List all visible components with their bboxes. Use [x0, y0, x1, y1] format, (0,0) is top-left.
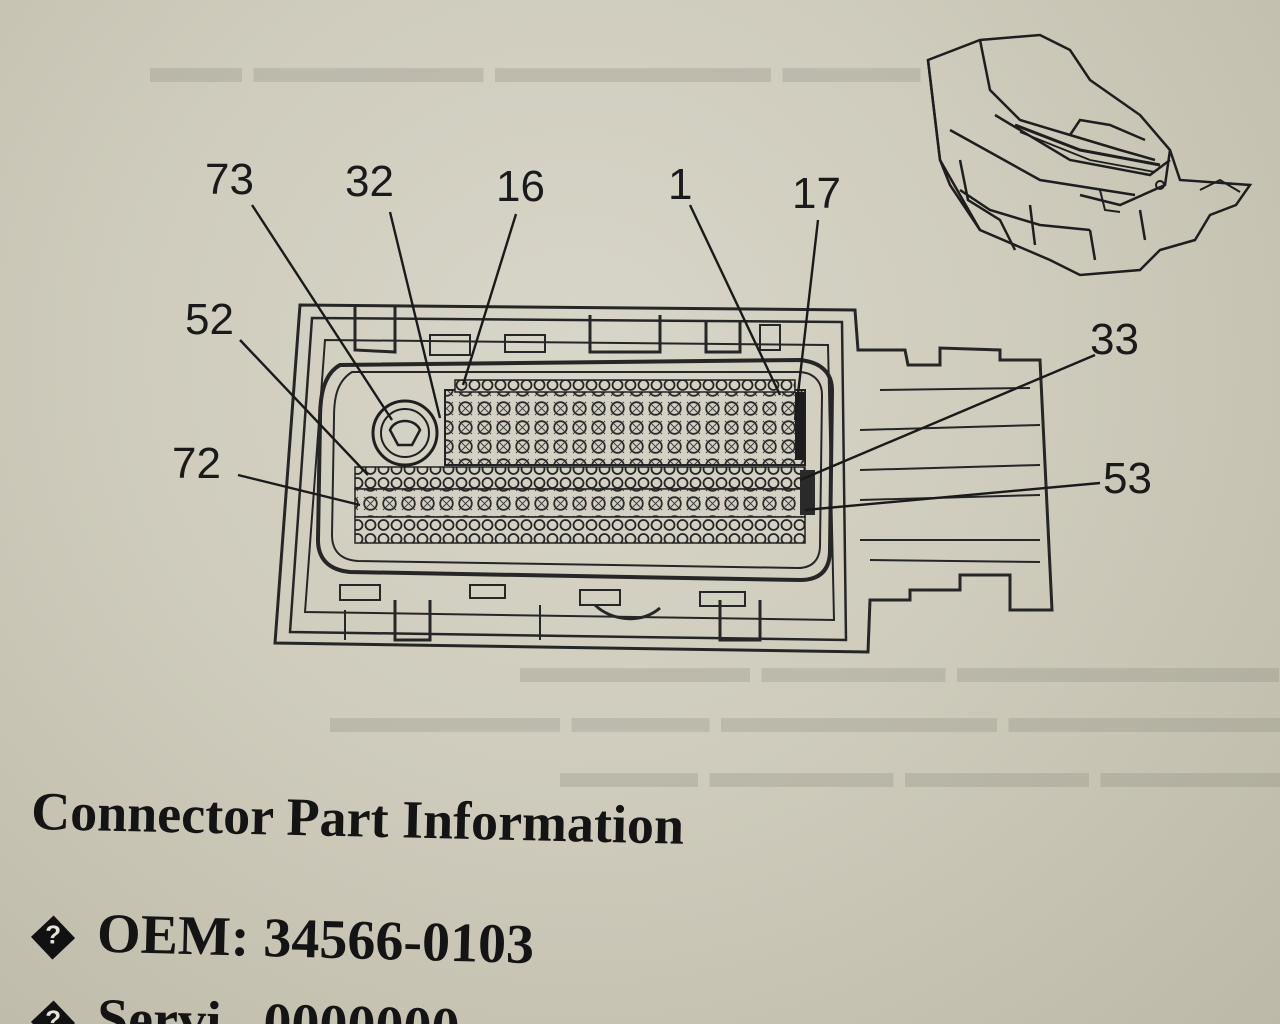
connector-housing: [273, 303, 1054, 654]
service-label: Servi: [96, 987, 223, 1024]
pin-label-33: 33: [1090, 315, 1139, 364]
pin-label-53: 53: [1103, 454, 1152, 503]
pin-label-16: 16: [496, 162, 545, 211]
oem-label: OEM:: [96, 902, 251, 969]
bleed-through-text: ▬▬▬▬▬ ▬▬▬ ▬▬▬▬▬▬ ▬▬▬▬▬▬▬▬▬: [330, 691, 1280, 742]
key-socket: [371, 399, 439, 467]
bleed-through-text: ▬▬ ▬▬▬▬▬ ▬▬▬▬▬▬ ▬▬▬: [150, 41, 921, 92]
question-diamond-icon: ?: [30, 1000, 76, 1024]
pin-label-32: 32: [345, 157, 394, 206]
question-diamond-icon: ?: [30, 915, 76, 960]
pin-label-1: 1: [668, 160, 693, 209]
pin-label-72: 72: [172, 439, 221, 488]
oem-number: 34566-0103: [262, 907, 535, 977]
pin-label-73: 73: [205, 155, 254, 204]
pin-label-17: 17: [792, 169, 841, 218]
bleed-through-text: ▬▬▬ ▬▬▬▬ ▬▬▬▬ ▬▬▬▬▬▬▬: [560, 746, 1280, 797]
pin-field: [354, 379, 815, 544]
oem-part-line: ? OEM: 34566-0103: [30, 900, 535, 977]
pin-leader-lines: [237, 204, 1101, 512]
pin-label-52: 52: [185, 295, 234, 344]
service-number: 0000000: [263, 992, 461, 1024]
connector-isometric-icon: [926, 33, 1253, 277]
